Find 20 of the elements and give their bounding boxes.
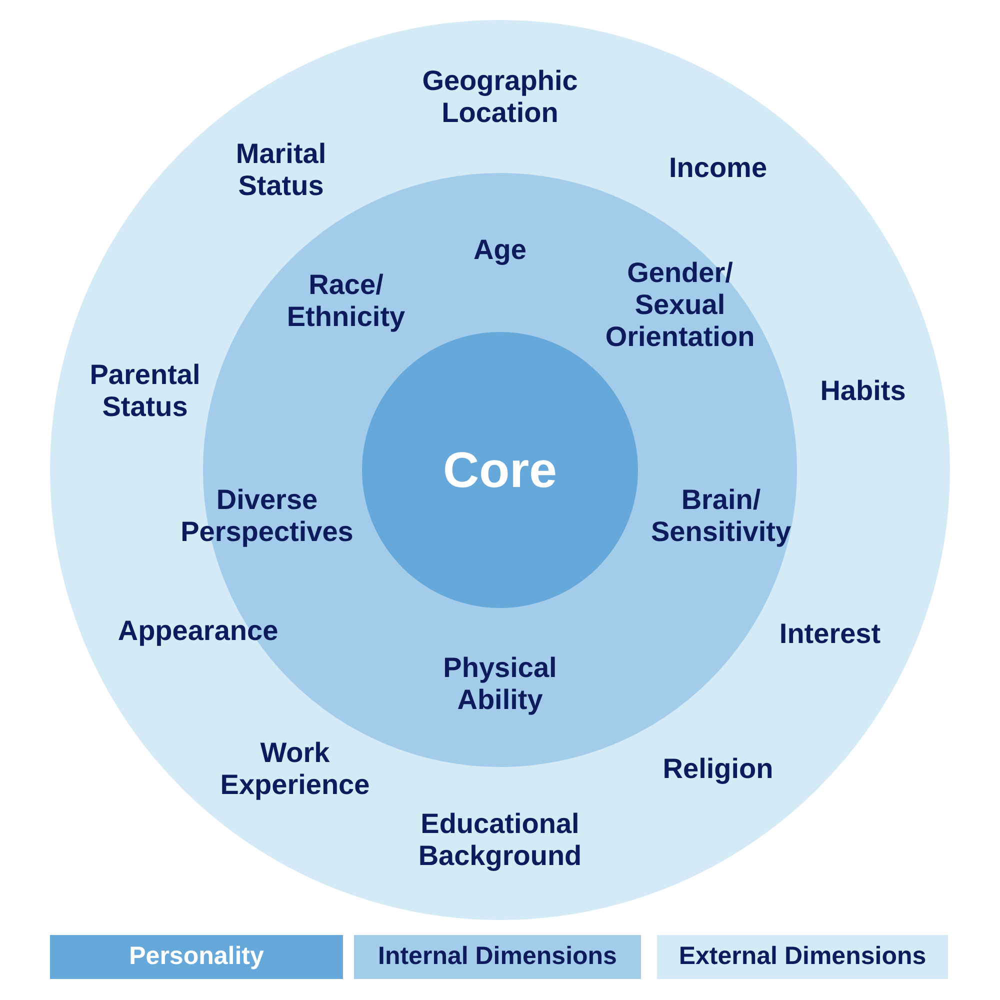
dimension-label: Educational Background bbox=[417, 808, 583, 872]
legend-label: Personality bbox=[129, 941, 264, 972]
dimension-label: Diverse Perspectives bbox=[180, 484, 354, 548]
core-label: Core bbox=[443, 445, 557, 495]
dimension-label: Religion bbox=[662, 753, 774, 785]
dimension-label: Race/ Ethnicity bbox=[286, 269, 406, 333]
dimension-label: Marital Status bbox=[234, 138, 328, 202]
dimension-label: Work Experience bbox=[219, 737, 371, 801]
dimension-label: Appearance bbox=[118, 615, 278, 647]
dimension-label: Habits bbox=[820, 375, 906, 407]
dimension-label: Brain/ Sensitivity bbox=[650, 484, 792, 548]
dimension-label: Income bbox=[668, 152, 768, 184]
legend-label: External Dimensions bbox=[678, 941, 926, 972]
legend-label: Internal Dimensions bbox=[378, 941, 617, 972]
dimension-label: Geographic Location bbox=[421, 65, 579, 129]
dimension-label: Interest bbox=[779, 618, 881, 650]
dimension-label: Physical Ability bbox=[442, 652, 558, 716]
dimension-label: Gender/ Sexual Orientation bbox=[604, 257, 756, 353]
dimension-label: Parental Status bbox=[88, 359, 202, 423]
dimension-label: Age bbox=[474, 234, 526, 266]
